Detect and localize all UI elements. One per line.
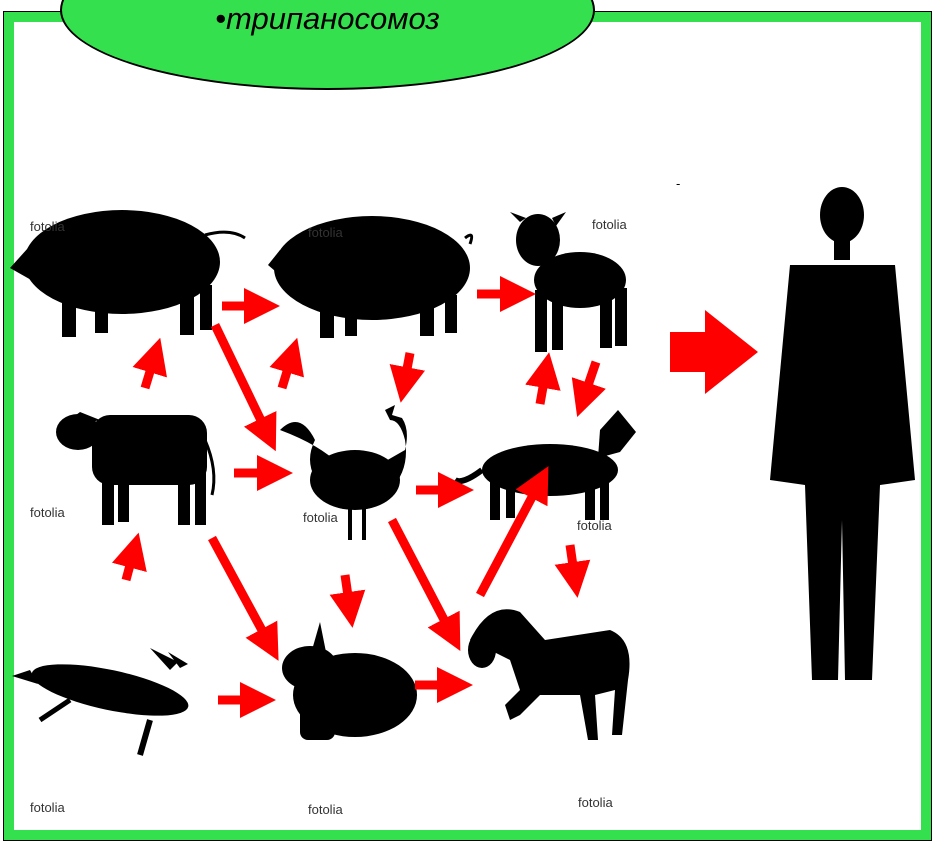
watermark-9: fotolia [578,795,613,810]
big-arrow-to-human [670,310,758,394]
rabbit-silhouette [282,622,417,740]
dog-silhouette [455,410,636,520]
hare-silhouette [12,648,192,755]
watermark-5: fotolia [303,510,338,525]
watermark-2: fotolia [308,225,343,240]
lamb-silhouette [510,212,627,352]
human-silhouette [770,187,915,680]
rooster-silhouette [280,405,407,540]
horse-silhouette [468,609,630,740]
watermark-8: fotolia [308,802,343,817]
watermark-4: fotolia [30,505,65,520]
watermark-3: fotolia [592,217,627,232]
watermark-6: fotolia [577,518,612,533]
domestic-pig-silhouette [268,216,472,338]
cow-silhouette [56,412,214,525]
watermark-1: fotolia [30,219,65,234]
watermark-7: fotolia [30,800,65,815]
dash-mark: - [676,176,680,191]
